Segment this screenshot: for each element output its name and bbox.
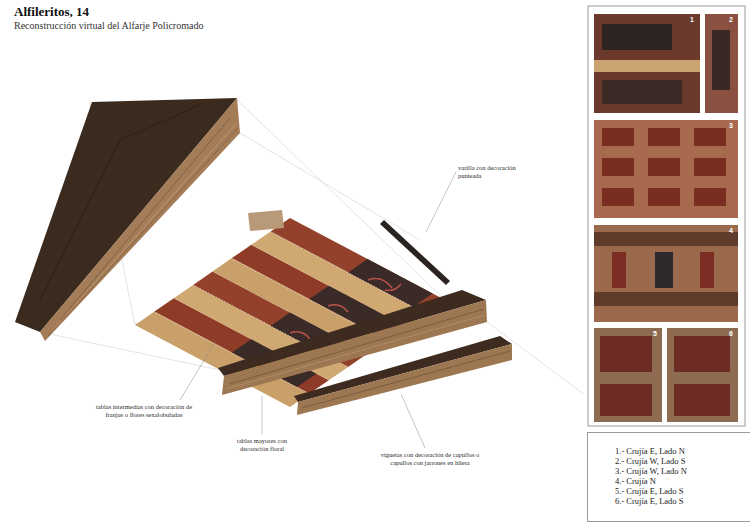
callout-label: tablas intermedias con decoración de fra… [96,403,192,419]
key-entry: 4.- Crujía N [615,476,750,486]
page-title: Alfileritos, 14 [14,4,89,20]
callout-label: varilla con decoración punteada [458,164,534,180]
photo [694,158,726,176]
photo-panel [588,6,745,426]
leader-line [180,342,215,400]
key-entry: 3.- Crujía W, Lado N [615,466,750,476]
joist-beam [297,344,512,415]
photo [694,128,726,146]
callout-label: viguetas con decoración de capullos o ca… [380,451,480,467]
photo [594,14,700,113]
photo [648,128,680,146]
photo [594,292,738,306]
photo [594,232,738,246]
key-entry: 2.- Crujía W, Lado S [615,456,750,466]
rod-piece [380,220,450,285]
board-panel [348,259,433,307]
photo [594,120,738,218]
key-entry: 1.- Crujía E, Lado N [615,446,750,456]
photo [612,252,626,288]
main-beam [40,105,200,300]
callout-number: 3 [729,122,733,129]
photo [594,328,662,422]
joist-beam [294,336,512,402]
subtitle: Reconstrucción virtual del Alfarje Polic… [14,20,203,31]
photo [600,384,652,416]
photo [648,158,680,176]
callout-number: 1 [690,16,694,23]
rod-piece [380,220,450,285]
leader-line [262,396,263,434]
key-entry: 6.- Crujía E, Lado S [615,496,750,506]
photo [700,252,714,288]
photo [602,158,634,176]
callout-number: 2 [729,16,733,23]
floor-board [271,218,445,313]
board-fragment [248,210,284,231]
key-entry: 5.- Crujía E, Lado S [615,486,750,496]
leader-line [180,172,456,448]
callout-number: 4 [729,227,733,234]
photo [667,328,738,422]
photo-panel [588,6,745,426]
photo [602,80,682,104]
key-box: 1.- Crujía E, Lado N2.- Crujía W, Lado S… [587,432,750,522]
board-fragment [248,210,284,231]
leader-line [401,394,425,448]
photo [648,188,680,206]
callout-label: tablas mayores con decoración floral [228,437,296,453]
photo [600,336,652,372]
photo [712,30,730,90]
photo [674,384,730,416]
joist-beam [302,351,510,408]
photo [705,14,738,113]
leader-line [426,172,456,232]
photo [594,225,738,322]
photo [655,252,673,288]
callout-number: 5 [653,330,657,337]
photo [694,188,726,206]
photo [674,336,730,372]
photo [594,60,700,72]
photo [602,128,634,146]
photo [602,24,672,50]
perspective-line [240,133,420,240]
photo [602,188,634,206]
callout-number: 6 [729,330,733,337]
photo [594,14,738,422]
